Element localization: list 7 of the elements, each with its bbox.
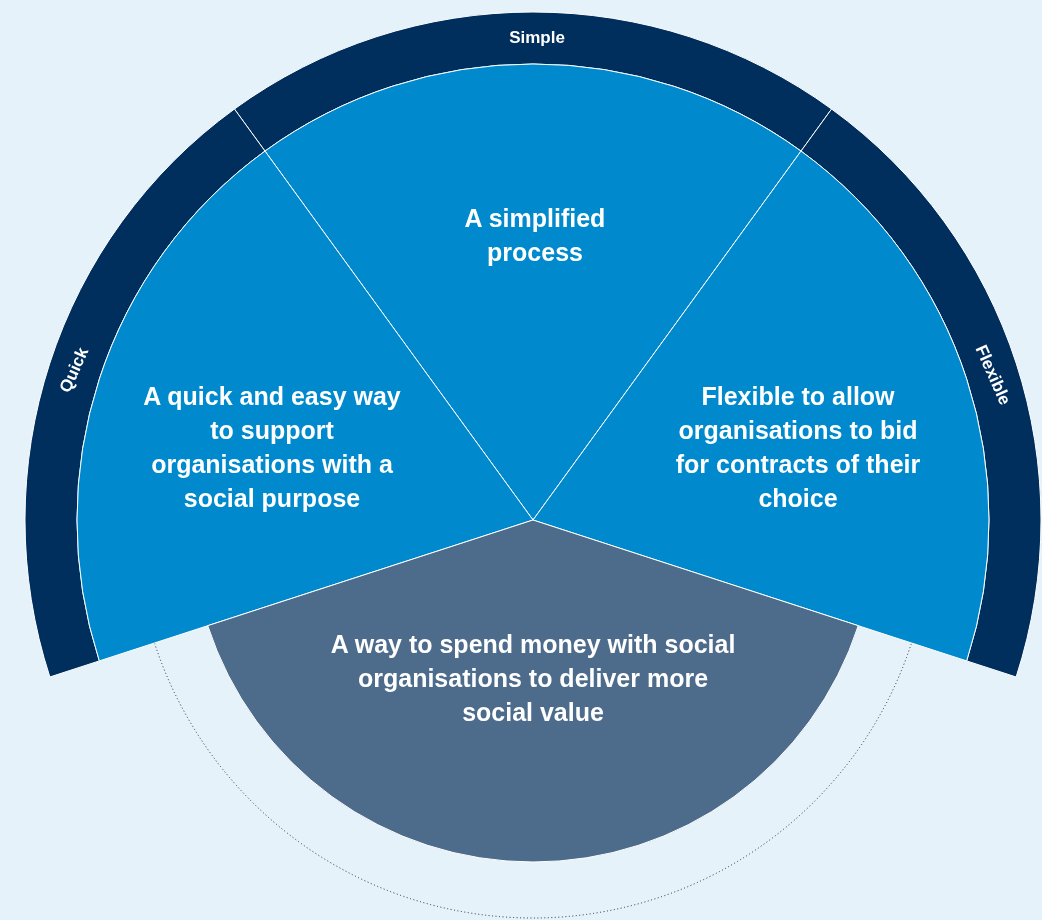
pie-sector bbox=[207, 520, 859, 862]
sector-text: A quick and easy way to support organisations with a social purpose bbox=[142, 381, 402, 514]
sector-text: A way to spend money with social organisations to deliver more social value bbox=[329, 629, 737, 728]
sector-text: A simplified process bbox=[463, 203, 607, 268]
ring-segment bbox=[234, 12, 832, 152]
segment-label: Simple bbox=[508, 27, 566, 49]
sector-text: Flexible to allow organisations to bid for contracts of their choice bbox=[674, 381, 922, 514]
